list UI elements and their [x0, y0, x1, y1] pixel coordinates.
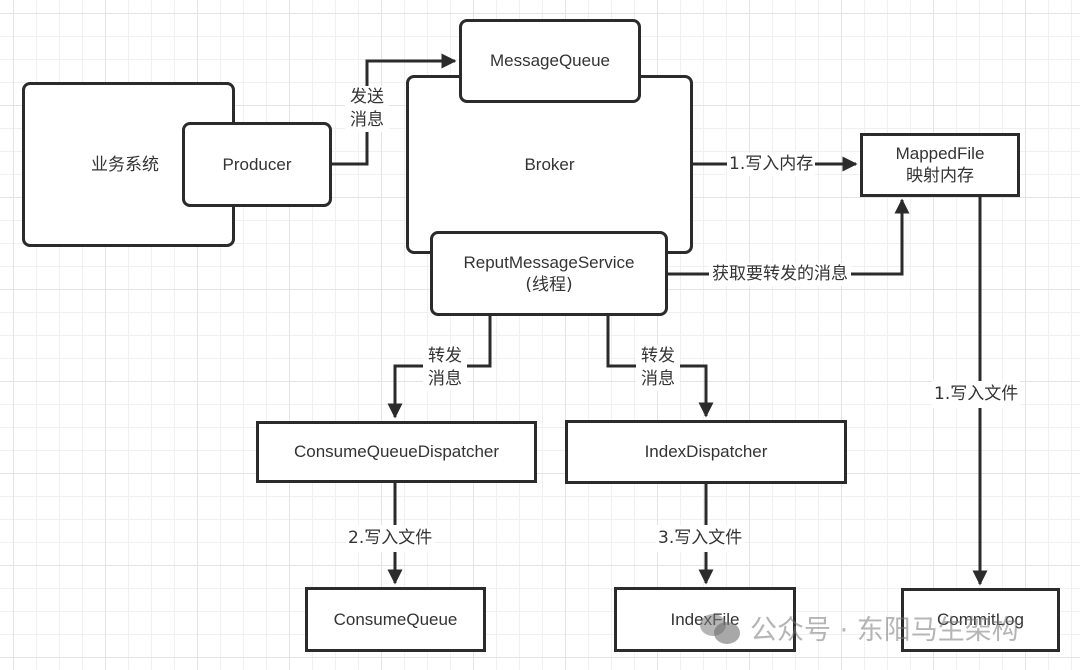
edge-label-forward-index-line1: 转发	[641, 346, 675, 366]
consume-queue-box: ConsumeQueue	[305, 587, 486, 652]
business-system-box: 业务系统	[22, 82, 235, 247]
edge-label-write-index-file-text: 3.写入文件	[658, 528, 743, 548]
mapped-file-box: MappedFile 映射内存	[860, 133, 1020, 197]
watermark-text: 公众号 · 东阳马生架构	[750, 615, 1019, 646]
edge-label-write-cq-file: 2.写入文件	[346, 525, 435, 552]
edge-label-send-line2: 消息	[350, 110, 384, 130]
reput-message-service-label: ReputMessageService	[463, 252, 635, 272]
business-system-label: 业务系统	[91, 154, 159, 175]
edge-label-forward-cq: 转发 消息	[423, 345, 467, 391]
commit-log-label: CommitLog	[937, 610, 1024, 629]
edge-label-fetch-forward-text: 获取要转发的消息	[712, 264, 848, 284]
broker-box: Broker	[406, 75, 693, 254]
edge-label-forward-cq-line1: 转发	[428, 346, 462, 366]
wechat-icon	[700, 612, 744, 644]
edge-label-send-message: 发送 消息	[345, 86, 389, 132]
edge-label-forward-cq-line2: 消息	[428, 369, 462, 389]
index-dispatcher-box: IndexDispatcher	[565, 420, 847, 484]
message-queue-label: MessageQueue	[489, 51, 611, 70]
consume-queue-dispatcher-box: ConsumeQueueDispatcher	[256, 421, 537, 483]
edge-label-write-commitlog-file: 1.写入文件	[932, 381, 1021, 408]
edge-label-write-index-file: 3.写入文件	[656, 525, 745, 552]
edge-label-send-line1: 发送	[350, 87, 384, 107]
broker-label: Broker	[524, 154, 575, 174]
mapped-file-label: MappedFile	[895, 144, 985, 163]
producer-box: Producer	[182, 122, 332, 207]
consume-queue-dispatcher-label: ConsumeQueueDispatcher	[293, 442, 500, 461]
edge-label-forward-index-line2: 消息	[641, 369, 675, 389]
mapped-file-memory-label: 映射内存	[906, 166, 974, 186]
message-queue-box: MessageQueue	[459, 19, 641, 103]
edge-label-write-memory: 1.写入内存	[727, 153, 816, 176]
commit-log-box: CommitLog	[901, 588, 1060, 652]
edge-label-forward-index: 转发 消息	[636, 345, 680, 391]
reput-message-service-thread-label: (线程)	[525, 274, 573, 295]
watermark: 公众号 · 东阳马生架构	[700, 608, 1019, 647]
edge-label-write-cq-file-text: 2.写入文件	[348, 528, 433, 548]
edge-label-write-memory-text: 1.写入内存	[729, 154, 814, 174]
consume-queue-label: ConsumeQueue	[333, 609, 458, 629]
producer-label: Producer	[222, 154, 292, 174]
index-dispatcher-label: IndexDispatcher	[644, 442, 768, 461]
reput-message-service-box: ReputMessageService (线程)	[430, 231, 668, 316]
edge-label-write-commitlog-file-text: 1.写入文件	[934, 384, 1019, 404]
edge-label-fetch-forward: 获取要转发的消息	[709, 263, 851, 286]
